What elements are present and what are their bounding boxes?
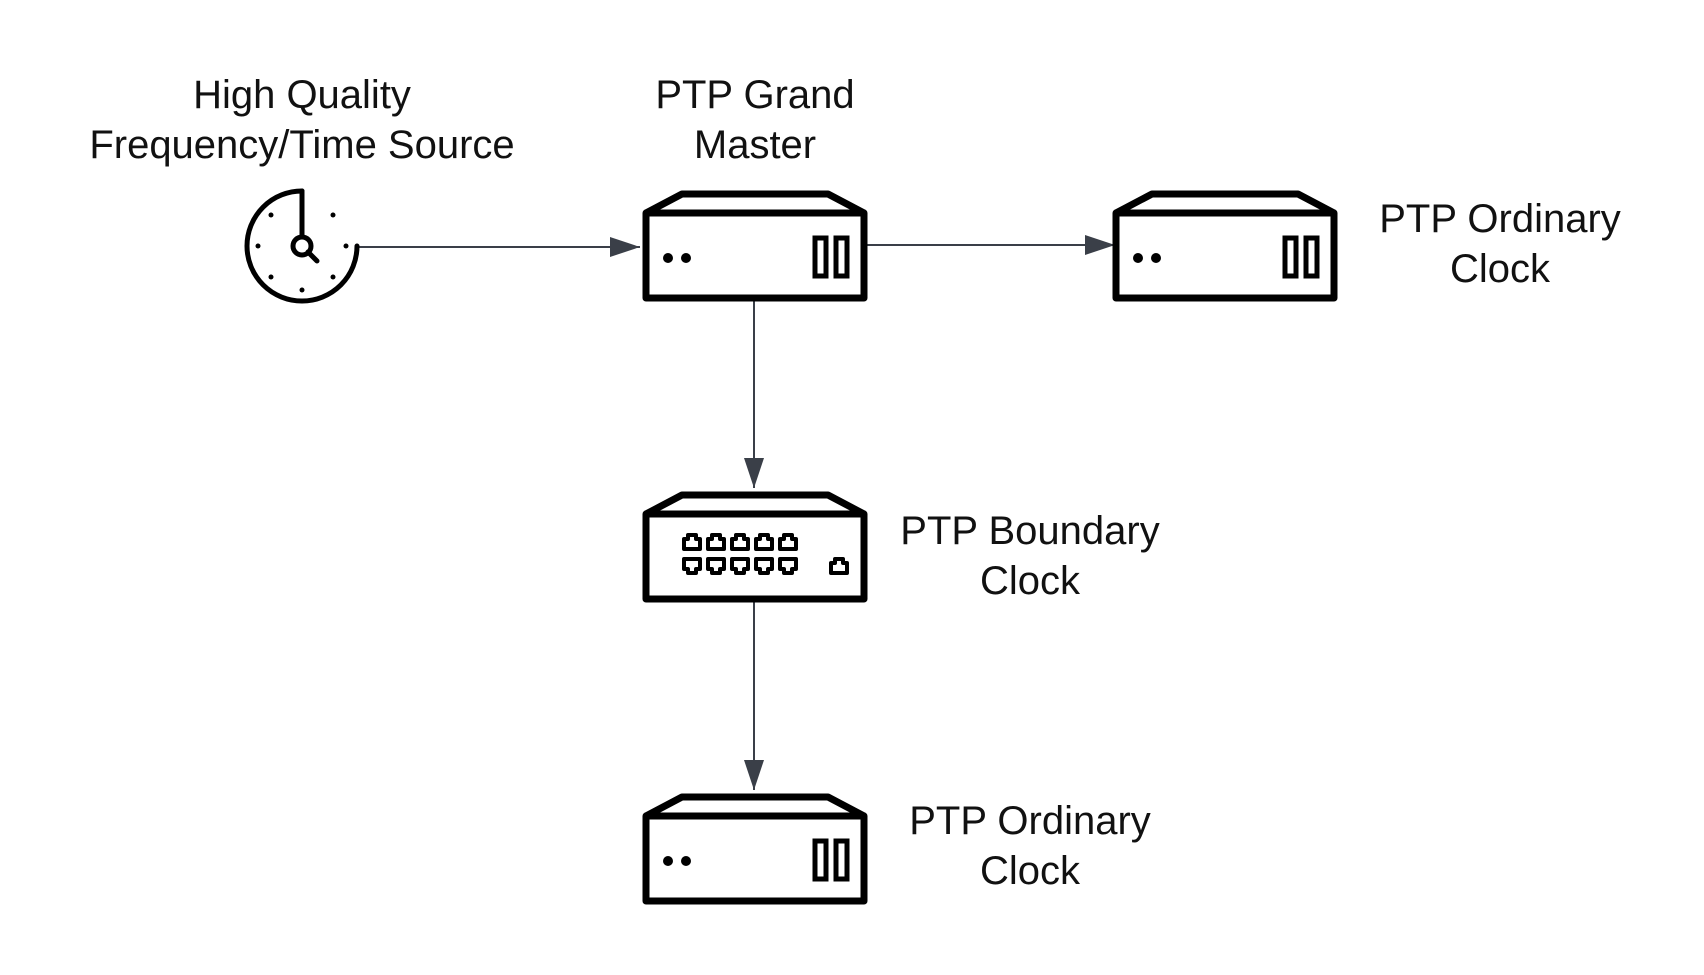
boundary-clock-label: PTP Boundary Clock [880,506,1180,606]
ordinary-clock-bottom-label: PTP Ordinary Clock [880,796,1180,896]
server-icon[interactable] [642,190,868,302]
source-label: High Quality Frequency/Time Source [40,70,564,170]
server-icon[interactable] [1112,190,1338,302]
grandmaster-label: PTP Grand Master [580,70,930,170]
network-switch-icon[interactable] [642,491,868,603]
ordinary-clock-bottom-label-line-2: Clock [979,849,1081,893]
boundary-clock-label-line-2: Clock [979,559,1081,603]
ordinary-clock-bottom-label-line-1: PTP Ordinary [909,799,1151,843]
source-label-line-2: Frequency/Time Source [89,123,515,167]
grandmaster-label-line-2: Master [693,123,817,167]
ordinary-clock-right-label-line-2: Clock [1449,247,1551,291]
boundary-clock-label-line-1: PTP Boundary [900,509,1160,553]
clock-icon[interactable] [244,188,360,304]
server-icon[interactable] [642,793,868,905]
source-label-line-1: High Quality [193,73,411,117]
ordinary-clock-right-label-line-1: PTP Ordinary [1379,197,1621,241]
ordinary-clock-right-label: PTP Ordinary Clock [1345,194,1655,294]
grandmaster-label-line-1: PTP Grand [655,73,855,117]
